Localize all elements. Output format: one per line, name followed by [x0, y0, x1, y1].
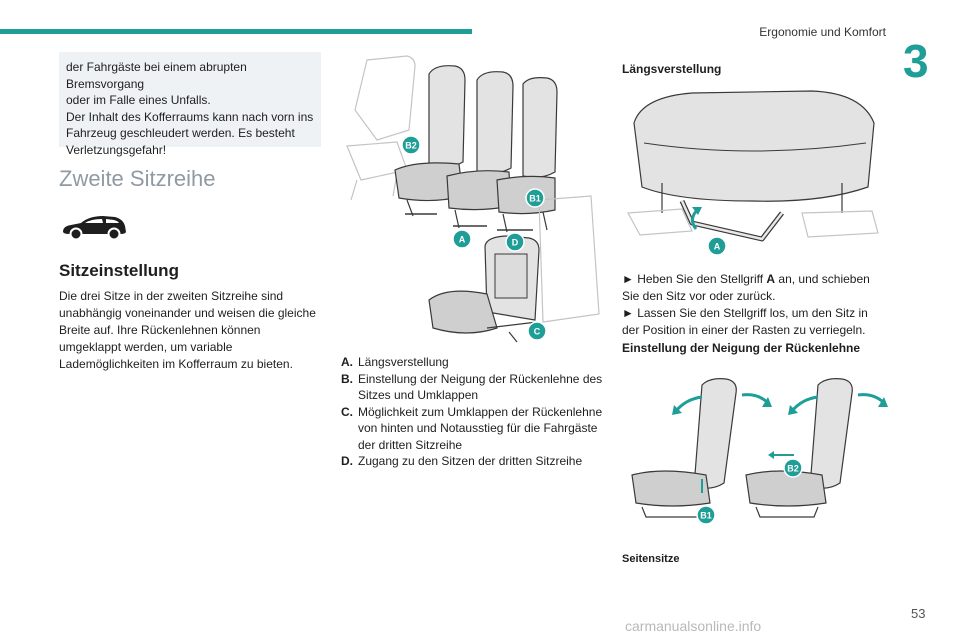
svg-text:A: A [459, 235, 466, 245]
seat-left-illustration [631, 378, 772, 518]
chapter-number: 3 [903, 35, 929, 87]
svg-text:D: D [512, 238, 519, 248]
longitudinal-title: Längsverstellung [622, 62, 722, 76]
legend-key: D. [341, 454, 353, 468]
svg-text:A: A [714, 242, 721, 252]
legend-key: C. [341, 404, 353, 419]
legend-text: Längsverstellung [358, 355, 449, 369]
callout-c: C [527, 321, 547, 341]
backrest-tilt-title: Einstellung der Neigung der Rückenlehne [622, 341, 861, 355]
legend-item: D. Zugang zu den Sitzen der dritten Sitz… [341, 453, 609, 470]
legend-key: B. [341, 371, 353, 386]
instruction-step-2: ► Lassen Sie den Stellgriff los, um den … [622, 306, 868, 337]
page-number: 53 [911, 606, 926, 621]
svg-text:B2: B2 [787, 464, 799, 474]
longitudinal-adjustment-illustration: A [622, 83, 884, 259]
callout-a: A [452, 229, 472, 249]
legend-item: C. Möglichkeit zum Umklappen der Rückenl… [341, 404, 609, 454]
callout-b2: B2 [401, 135, 421, 155]
longitudinal-instructions: ► Heben Sie den Stellgriff A an, und sch… [622, 271, 887, 339]
callout-d: D [505, 232, 525, 252]
legend-item: B. Einstellung der Neigung der Rückenleh… [341, 371, 609, 404]
section-title: Zweite Sitzreihe [59, 166, 216, 191]
figure-caption: Seitensitze [622, 553, 680, 565]
callout-a: A [707, 236, 727, 256]
backrest-tilt-illustration: B1 B2 [631, 378, 888, 525]
warning-text: der Fahrgäste bei einem abrupten Bremsvo… [66, 60, 314, 157]
legend-text: Einstellung der Neigung der Rückenlehne … [358, 371, 603, 403]
body-paragraph: Die drei Sitze in der zweiten Sitzreihe … [59, 289, 316, 371]
seat-folded-illustration [428, 195, 600, 343]
figure-legend: A. Längsverstellung B. Einstellung der N… [341, 354, 609, 470]
car-icon [63, 216, 126, 241]
svg-text:B2: B2 [405, 141, 417, 151]
warning-box [59, 52, 321, 147]
subsection-title: Sitzeinstellung [59, 261, 179, 280]
callout-b1: B1 [696, 505, 716, 525]
watermark: carmanualsonline.info [625, 618, 762, 634]
legend-text: Zugang zu den Sitzen der dritten Sitzrei… [358, 454, 583, 468]
svg-text:C: C [534, 327, 541, 337]
legend-key: A. [341, 355, 353, 369]
callout-b2: B2 [783, 458, 803, 478]
legend-item: A. Längsverstellung [341, 354, 609, 371]
legend-text: Möglichkeit zum Umklappen der Rückenlehn… [358, 404, 603, 452]
svg-text:B1: B1 [700, 511, 712, 521]
second-row-seats-illustration: B2 B1 A D C [346, 55, 600, 343]
svg-text:B1: B1 [529, 194, 541, 204]
chapter-header-title: Ergonomie und Komfort [759, 25, 886, 39]
callout-b1: B1 [525, 188, 545, 208]
instruction-step-1: ► Heben Sie den Stellgriff A an, und sch… [622, 272, 870, 303]
header-accent-bar [0, 29, 472, 34]
seat-right-illustration [745, 378, 888, 518]
